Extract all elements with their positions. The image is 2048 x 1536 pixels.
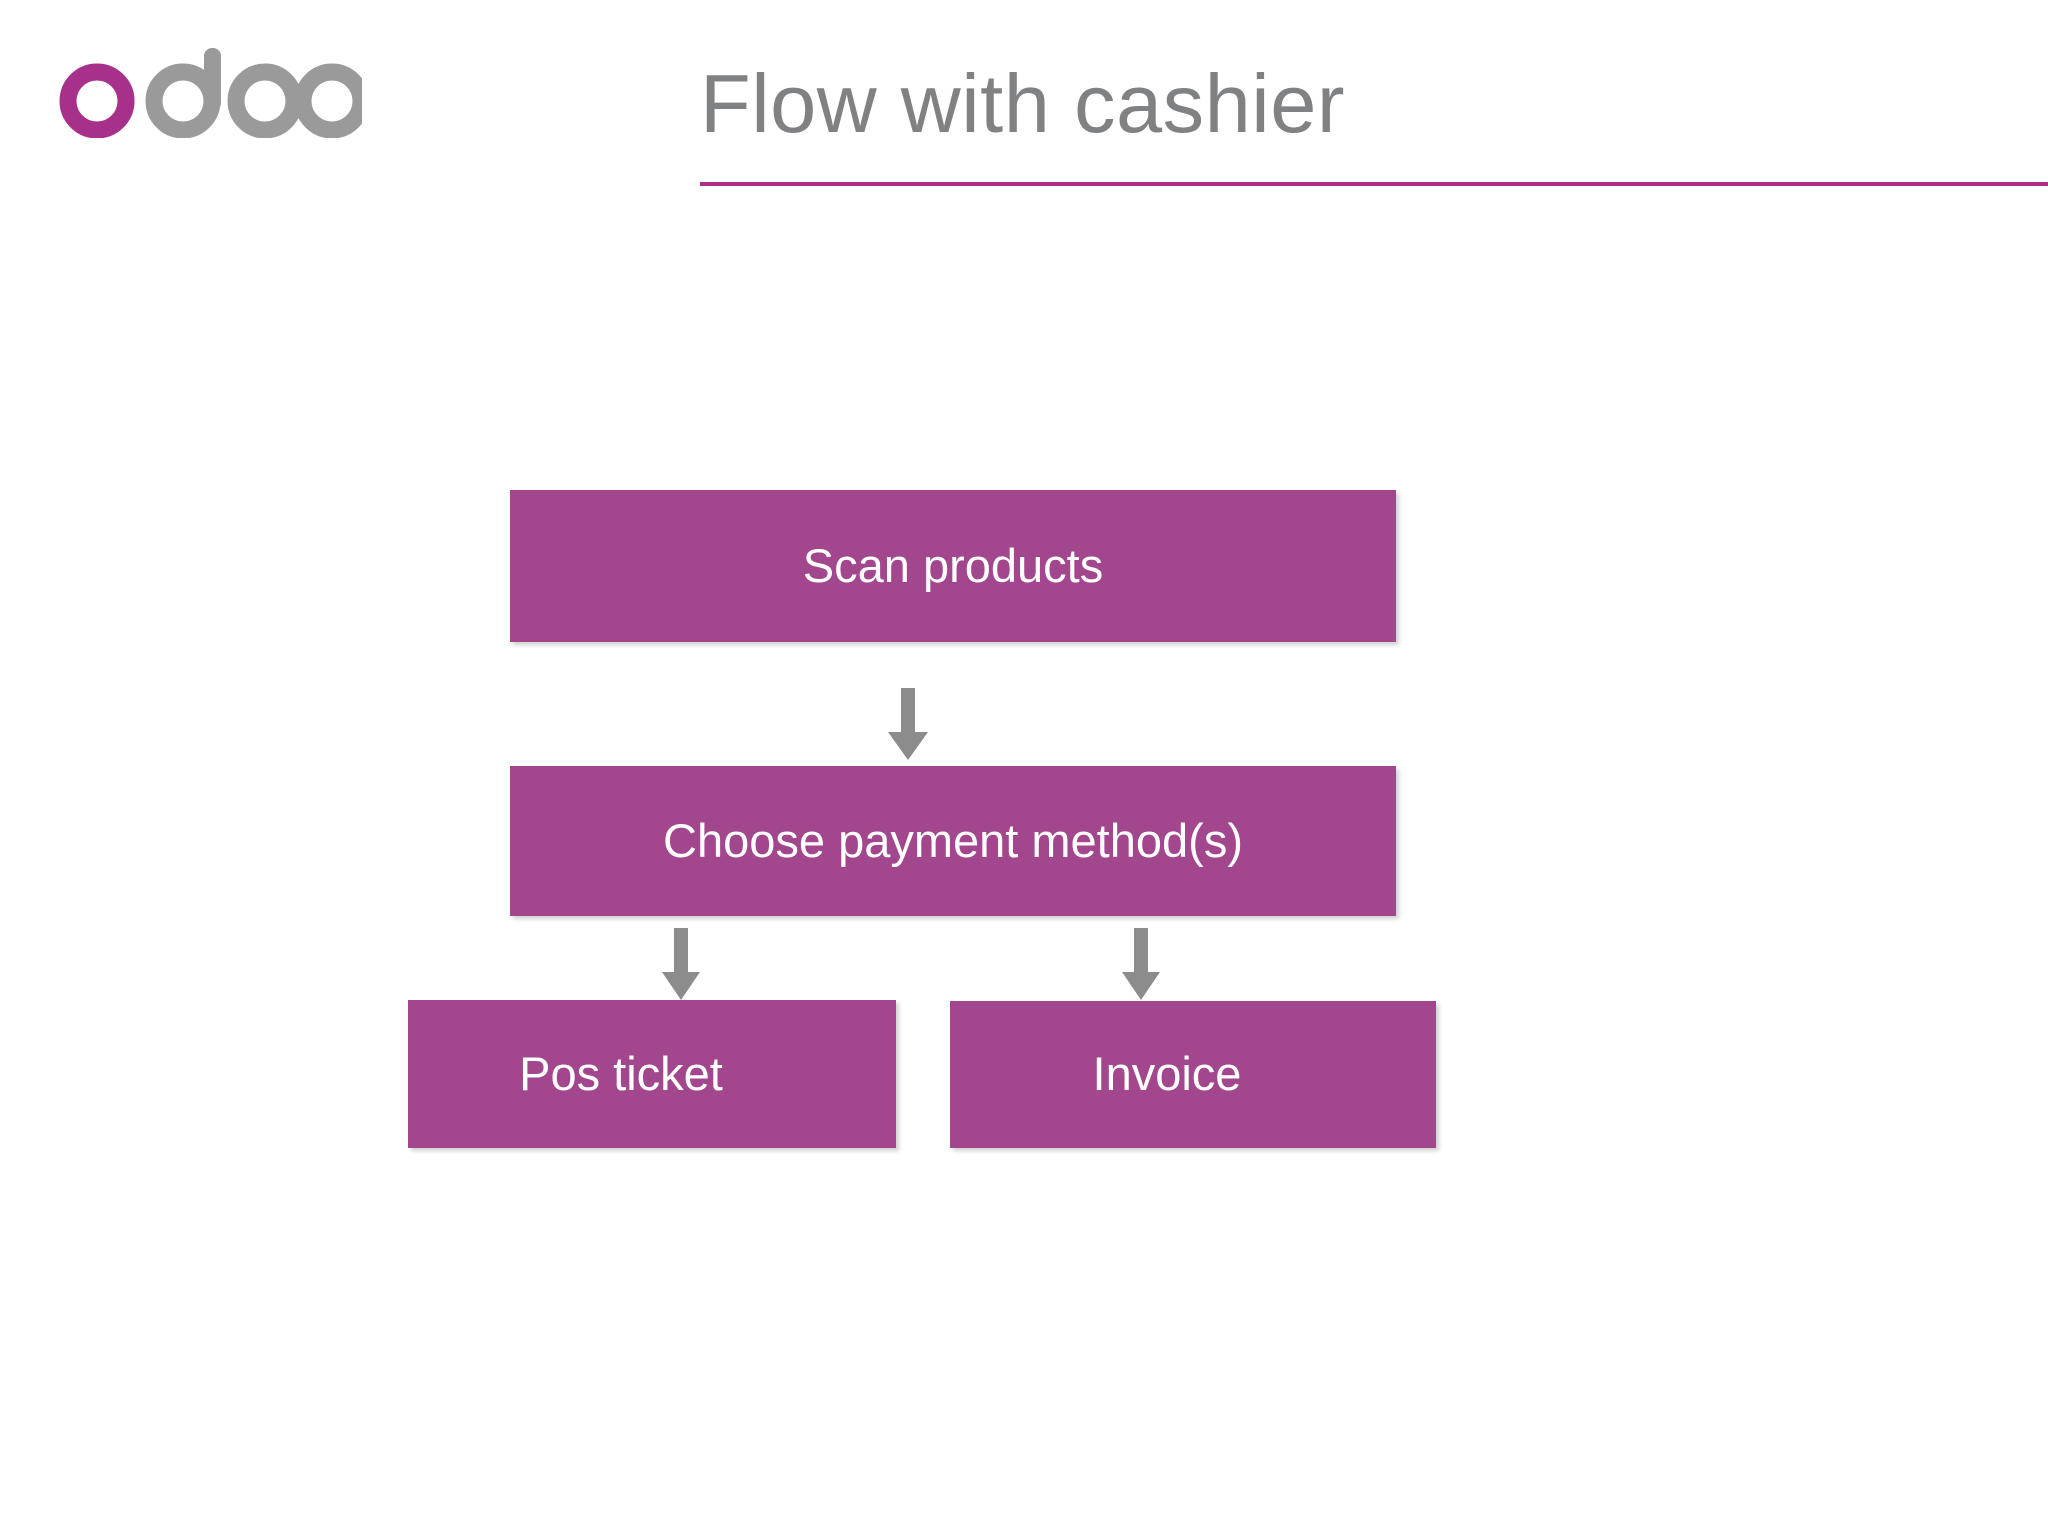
arrow-down-icon bbox=[1122, 928, 1160, 1000]
arrow-down-icon bbox=[662, 928, 700, 1000]
page-title: Flow with cashier bbox=[700, 57, 1346, 150]
arrow-down-icon bbox=[888, 688, 928, 760]
flow-node-invoice: Invoice bbox=[950, 1001, 1436, 1148]
flow-node-choose-payment-method: Choose payment method(s) bbox=[510, 766, 1396, 916]
flow-node-scan-products: Scan products bbox=[510, 490, 1396, 642]
title-underline-rule bbox=[700, 182, 2048, 186]
flow-node-pos-ticket: Pos ticket bbox=[408, 1000, 896, 1148]
odoo-logo bbox=[52, 38, 370, 139]
